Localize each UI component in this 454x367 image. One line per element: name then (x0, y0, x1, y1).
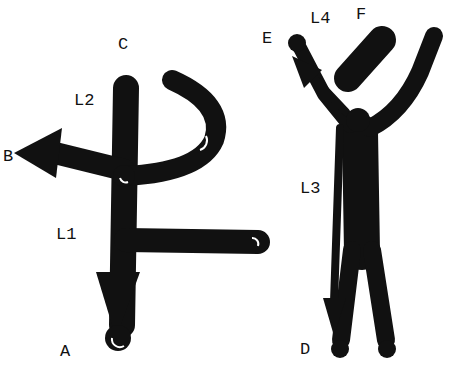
part-label: A (60, 343, 70, 360)
part-label: C (118, 36, 128, 53)
arrowhead (292, 56, 322, 88)
joint-circle (105, 325, 131, 351)
foot-circle (378, 340, 396, 358)
arm-stroke (126, 80, 216, 176)
arm-stroke (126, 240, 258, 242)
arrowhead (323, 298, 346, 336)
part-label: L3 (300, 180, 320, 197)
joint-circle (113, 165, 135, 187)
block-stroke (348, 40, 382, 78)
leg-stroke (341, 250, 352, 340)
head-circle (346, 108, 370, 132)
part-label: D (300, 341, 310, 358)
body-stroke (360, 132, 362, 252)
part-label: L4 (310, 10, 330, 27)
part-label: L1 (56, 226, 76, 243)
leg-stroke (372, 250, 386, 340)
part-label: B (3, 148, 13, 165)
highlight-arc (200, 136, 207, 150)
highlight-arc (112, 338, 124, 347)
part-label: L2 (74, 92, 94, 109)
foot-circle (331, 340, 349, 358)
part-label: F (356, 6, 366, 23)
highlight-arc (120, 178, 128, 182)
highlight-arc (252, 238, 258, 246)
arrowhead (14, 128, 62, 178)
arrow-shaft (334, 128, 340, 302)
hand-circle (288, 34, 306, 52)
arm-stroke (55, 153, 124, 170)
arrow-shaft (312, 76, 346, 112)
part-label: E (262, 30, 272, 47)
